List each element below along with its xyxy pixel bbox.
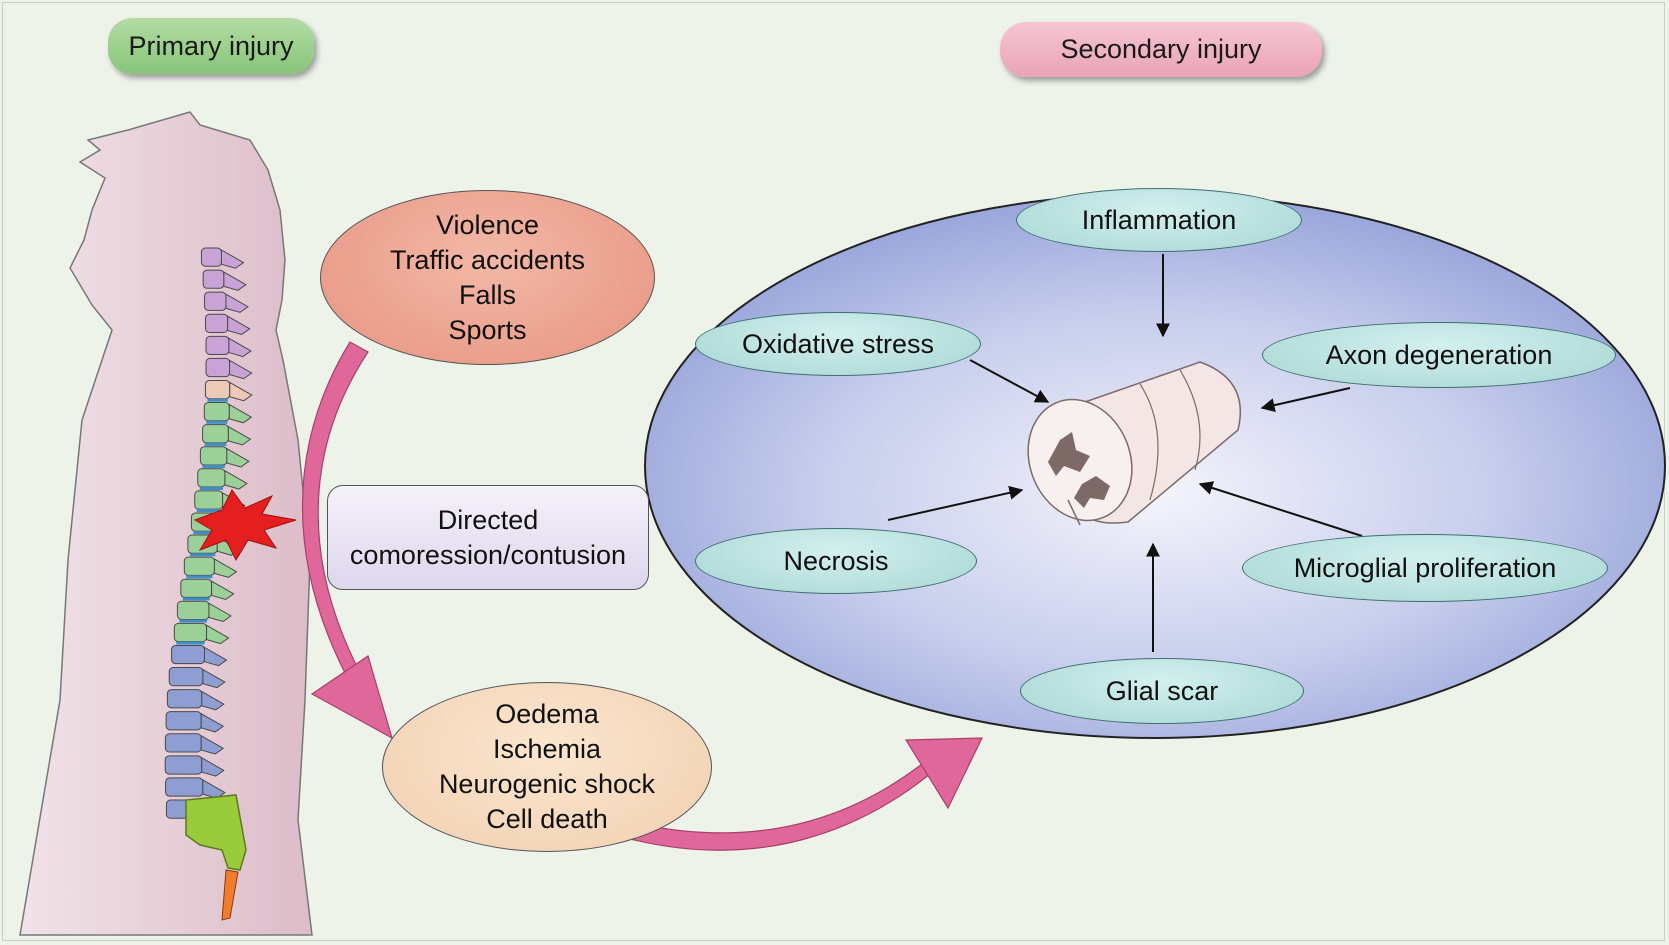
vertebra	[176, 600, 210, 621]
factor-necrosis: Necrosis	[695, 528, 977, 594]
effects-ellipse: Oedema Ischemia Neurogenic shock Cell de…	[382, 682, 712, 852]
vertebra-process	[201, 756, 225, 777]
intervertebral-disc	[206, 420, 228, 424]
spinal-cord-segment-icon	[1027, 361, 1242, 526]
effect-ischemia: Ischemia	[492, 734, 602, 764]
secondary-injury-label: Secondary injury	[1000, 22, 1322, 77]
vertebra	[204, 291, 227, 311]
vertebra-process	[229, 381, 253, 402]
vertebra	[202, 269, 225, 289]
vertebra-process	[200, 734, 225, 755]
cause-traffic: Traffic accidents	[389, 244, 586, 275]
factor-oxidative-stress: Oxidative stress	[695, 312, 981, 376]
vertebra-process	[226, 447, 250, 468]
cause-sports: Sports	[448, 314, 527, 345]
vertebra-process	[208, 602, 232, 623]
factor-microglial-proliferation: Microglial proliferation	[1242, 534, 1608, 602]
causes-ellipse: Violence Traffic accidents Falls Sports	[320, 190, 655, 365]
intervertebral-disc	[186, 575, 213, 579]
coccyx	[221, 869, 239, 921]
vertebra	[164, 733, 202, 753]
intervertebral-disc	[193, 531, 219, 535]
intervertebral-disc	[199, 487, 223, 491]
vertebra	[180, 578, 213, 598]
vertebra-process	[211, 580, 235, 600]
factor-glial-scar: Glial scar	[1020, 658, 1304, 724]
vertebra	[205, 313, 229, 333]
vertebra	[165, 711, 202, 731]
effect-oedema: Oedema	[495, 699, 599, 729]
sacrum	[185, 794, 247, 871]
intervertebral-disc	[196, 509, 221, 513]
cause-falls: Falls	[458, 279, 516, 310]
intervertebral-disc	[182, 597, 210, 601]
vertebra-process	[227, 425, 252, 446]
vertebra	[199, 446, 228, 466]
vertebra-process	[206, 624, 230, 645]
effect-cell-death: Cell death	[486, 804, 608, 834]
vertebra	[205, 357, 231, 378]
intervertebral-disc	[202, 464, 225, 468]
vertebra	[164, 755, 203, 775]
arrow-necrosis	[887, 485, 1024, 521]
vertebra-process	[229, 359, 253, 380]
factor-axon-degeneration: Axon degeneration	[1262, 322, 1616, 388]
pink-arrowhead-effects	[310, 655, 393, 740]
mechanism-box: Directed comoression/contusion	[327, 485, 649, 590]
vertebra-process	[228, 337, 252, 358]
cause-violence: Violence	[435, 209, 540, 240]
vertebra	[197, 468, 226, 488]
vertebra	[205, 335, 230, 356]
vertebra-process	[201, 690, 225, 711]
vertebra	[165, 777, 204, 797]
arrow-axon	[1260, 387, 1351, 413]
arrow-microglial	[1198, 481, 1363, 537]
vertebra	[204, 379, 231, 400]
vertebra	[168, 667, 204, 687]
mechanism-line-2: comoression/contusion	[349, 539, 627, 570]
intervertebral-disc	[179, 619, 207, 623]
intervertebral-disc	[204, 442, 227, 446]
vertebra	[183, 556, 215, 576]
effect-neurogenic-shock: Neurogenic shock	[438, 769, 656, 799]
pink-arrowhead-secondary	[904, 737, 983, 810]
vertebra	[200, 247, 222, 267]
vertebra	[203, 402, 230, 422]
vertebra-process	[227, 315, 251, 336]
intervertebral-disc	[207, 398, 228, 402]
vertebra	[166, 689, 203, 709]
spine	[164, 247, 253, 821]
factor-inflammation: Inflammation	[1016, 188, 1302, 252]
vertebra-process	[204, 646, 228, 667]
vertebra	[202, 424, 229, 444]
intervertebral-disc	[189, 553, 216, 557]
arrow-oxidative	[969, 359, 1050, 403]
vertebra-process	[213, 558, 238, 578]
intervertebral-disc	[176, 641, 205, 645]
vertebra-process	[225, 293, 249, 313]
vertebra-process	[224, 469, 248, 490]
vertebra-process	[220, 249, 245, 269]
vertebra-process	[228, 403, 253, 424]
vertebra-process	[223, 271, 247, 291]
mechanism-line-1: Directed	[437, 504, 539, 535]
vertebra	[194, 490, 224, 510]
vertebra	[173, 622, 208, 643]
injury-burst-icon	[193, 489, 297, 562]
vertebra-process	[200, 712, 225, 733]
vertebra-process	[202, 668, 226, 689]
vertebra	[171, 644, 206, 665]
primary-injury-label: Primary injury	[108, 18, 314, 74]
human-silhouette	[19, 111, 313, 936]
